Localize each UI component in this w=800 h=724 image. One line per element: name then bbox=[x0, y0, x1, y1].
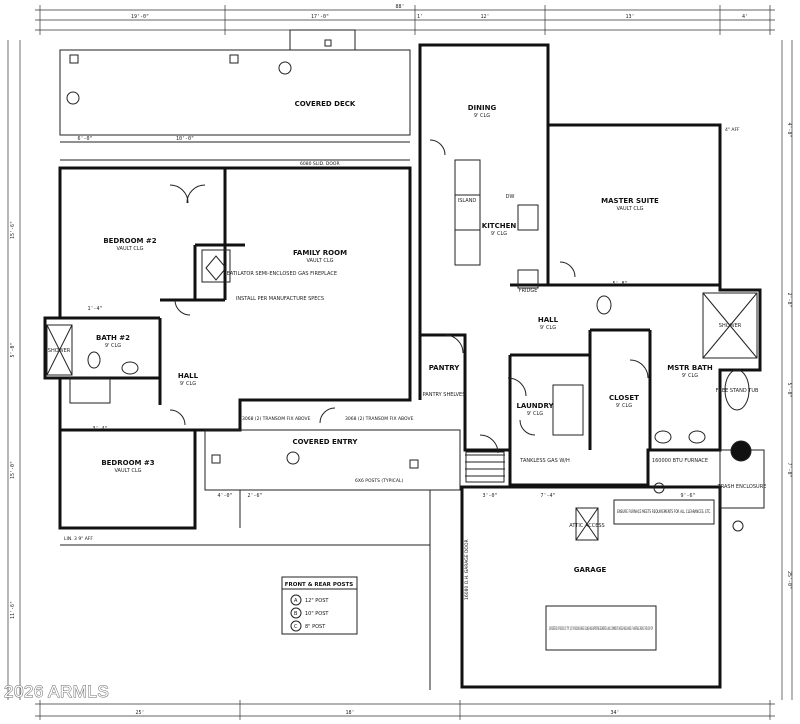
label-free-stand-tub: FREE STAND TUB bbox=[716, 388, 759, 394]
fixtures bbox=[46, 159, 758, 541]
room-master-bath: MSTR BATH bbox=[667, 364, 713, 372]
room-family-room-ceiling: VAULT CLG bbox=[306, 258, 333, 264]
label-install-per: INSTALL PER MANUFACTURE SPECS bbox=[236, 296, 324, 302]
room-bedroom-2-ceiling: VAULT CLG bbox=[116, 246, 143, 252]
dim-top-overall: 88' bbox=[395, 4, 404, 10]
legend-item-3: 8" POST bbox=[305, 624, 326, 630]
room-hall-center-ceiling: 9' CLG bbox=[540, 325, 556, 331]
dim-interior-3: 4'-0" bbox=[217, 493, 232, 499]
label-furnace: 160000 BTU FURNACE bbox=[652, 458, 708, 464]
room-kitchen-ceiling: 9' CLG bbox=[491, 231, 507, 237]
dim-left-3: 15'-0" bbox=[10, 461, 16, 479]
room-closet-ceiling: 9' CLG bbox=[616, 403, 632, 409]
house-walls bbox=[43, 43, 765, 689]
dim-right-4: 7'-0" bbox=[786, 462, 792, 477]
note-garage-door: 16080 O.H. GARAGE DOOR bbox=[464, 539, 470, 600]
dim-top-3: 1' bbox=[417, 14, 423, 20]
dim-interior-2: 10'-0" bbox=[176, 136, 194, 142]
dim-interior-8: 3'-4" bbox=[92, 426, 107, 432]
dim-bottom-3: 34' bbox=[610, 710, 619, 716]
label-tankless: TANKLESS GAS W/H bbox=[519, 458, 570, 464]
dim-top-5: 13' bbox=[625, 14, 634, 20]
legend-key-b: B bbox=[294, 611, 298, 617]
room-closet: CLOSET bbox=[609, 394, 639, 402]
room-kitchen: KITCHEN bbox=[482, 222, 517, 230]
entry-steps bbox=[465, 451, 505, 483]
dim-top-1: 19'-0" bbox=[131, 14, 149, 20]
dim-right-5: 25'-0" bbox=[786, 571, 792, 589]
room-family-room: FAMILY ROOM bbox=[293, 249, 347, 257]
covered-entry-area bbox=[60, 429, 461, 690]
note-garage: 5/8 RESISTIVE GYP BD OR 1/2" TYP; 1/2" G… bbox=[549, 626, 653, 632]
room-bath-2: BATH #2 bbox=[96, 334, 130, 342]
dim-bottom-1: 25' bbox=[135, 710, 144, 716]
room-hall-left: HALL bbox=[178, 372, 199, 380]
furnace-note-box bbox=[613, 499, 715, 525]
dim-right-1: 4'-8" bbox=[786, 122, 792, 137]
dim-top-4: 12' bbox=[480, 14, 489, 20]
dim-interior-10: 5'-8" bbox=[612, 281, 627, 287]
door-swings bbox=[169, 139, 649, 454]
room-dining: DINING bbox=[468, 104, 497, 112]
interior-walls bbox=[60, 125, 720, 450]
dim-right-3: 5'-0" bbox=[786, 382, 792, 397]
room-dining-ceiling: 9' CLG bbox=[474, 113, 490, 119]
room-pantry: PANTRY bbox=[429, 364, 461, 372]
dim-left-4: 11'-6" bbox=[10, 601, 16, 619]
legend-title: FRONT & REAR POSTS bbox=[285, 582, 353, 588]
dim-right-2: 2'-8" bbox=[786, 292, 792, 307]
room-bath-2-ceiling: 9' CLG bbox=[105, 343, 121, 349]
note-lin: LIN. 3 9" AFF bbox=[64, 536, 93, 542]
watermark: 2026 ARMLS bbox=[4, 682, 109, 701]
room-covered-entry: COVERED ENTRY bbox=[292, 438, 358, 446]
dim-interior-7: 9'-6" bbox=[680, 493, 695, 499]
note-sliding-door: 6080 SLID. DOOR bbox=[300, 161, 340, 167]
dimension-lines bbox=[7, 5, 793, 720]
room-hall-center: HALL bbox=[538, 316, 559, 324]
note-transom-right: 3068 (2) TRANSOM FIX ABOVE bbox=[345, 416, 414, 422]
room-garage: GARAGE bbox=[574, 566, 607, 574]
room-master-suite: MASTER SUITE bbox=[601, 197, 659, 205]
legend-item-2: 10" POST bbox=[305, 611, 329, 617]
label-shower-master: SHOWER bbox=[719, 323, 742, 329]
dim-left-2: 5'-0" bbox=[10, 342, 16, 357]
label-island: ISLAND bbox=[458, 198, 477, 204]
label-shower-bath2: SHOWER bbox=[48, 348, 71, 354]
room-bedroom-3-ceiling: VAULT CLG bbox=[114, 468, 141, 474]
label-fireplace: HEATILATOR SEMI-ENCLOSED GAS FIREPLACE bbox=[223, 271, 337, 277]
room-covered-deck: COVERED DECK bbox=[295, 100, 356, 108]
label-attic-access: ATTIC ACCESS bbox=[569, 523, 604, 529]
label-trash-enclosure: TRASH ENCLOSURE bbox=[717, 484, 767, 490]
room-laundry: LAUNDRY bbox=[516, 402, 554, 410]
covered-deck-area bbox=[59, 29, 411, 161]
dim-top-6: 4' bbox=[742, 14, 748, 20]
post-legend: FRONT & REAR POSTS A B C 12" POST 10" PO… bbox=[281, 576, 358, 635]
legend-key-c: C bbox=[294, 624, 298, 630]
room-hall-left-ceiling: 9' CLG bbox=[180, 381, 196, 387]
dim-bottom-2: 18' bbox=[345, 710, 354, 716]
note-aff: 4" AFF bbox=[725, 127, 740, 133]
room-master-bath-ceiling: 9' CLG bbox=[682, 373, 698, 379]
dim-interior-4: 2'-6" bbox=[247, 493, 262, 499]
label-fridge: FRIDGE bbox=[519, 288, 538, 294]
note-posts: 6X6 POSTS (TYPICAL) bbox=[355, 478, 403, 484]
room-bedroom-2: BEDROOM #2 bbox=[103, 237, 156, 245]
room-laundry-ceiling: 9' CLG bbox=[527, 411, 543, 417]
dim-interior-5: 3'-0" bbox=[482, 493, 497, 499]
dim-interior-6: 7'-4" bbox=[540, 493, 555, 499]
dim-interior-9: 1'-4" bbox=[87, 306, 102, 312]
legend-key-a: A bbox=[294, 598, 298, 604]
dim-top-2: 17'-0" bbox=[311, 14, 329, 20]
dim-left-1: 15'-6" bbox=[10, 221, 16, 239]
label-pantry-shelves: PANTRY SHELVES bbox=[423, 392, 466, 398]
garage-note-box bbox=[545, 605, 657, 651]
note-furnace: ENSURE FURNACE MEETS REQUIREMENTS FOR AL… bbox=[617, 509, 711, 515]
note-transom-left: 3068 (2) TRANSOM FIX ABOVE bbox=[242, 416, 311, 422]
legend-item-1: 12" POST bbox=[305, 598, 329, 604]
room-bedroom-3: BEDROOM #3 bbox=[101, 459, 154, 467]
room-master-suite-ceiling: VAULT CLG bbox=[616, 206, 643, 212]
label-dw: DW bbox=[506, 194, 515, 200]
dim-interior-1: 6'-0" bbox=[77, 136, 92, 142]
